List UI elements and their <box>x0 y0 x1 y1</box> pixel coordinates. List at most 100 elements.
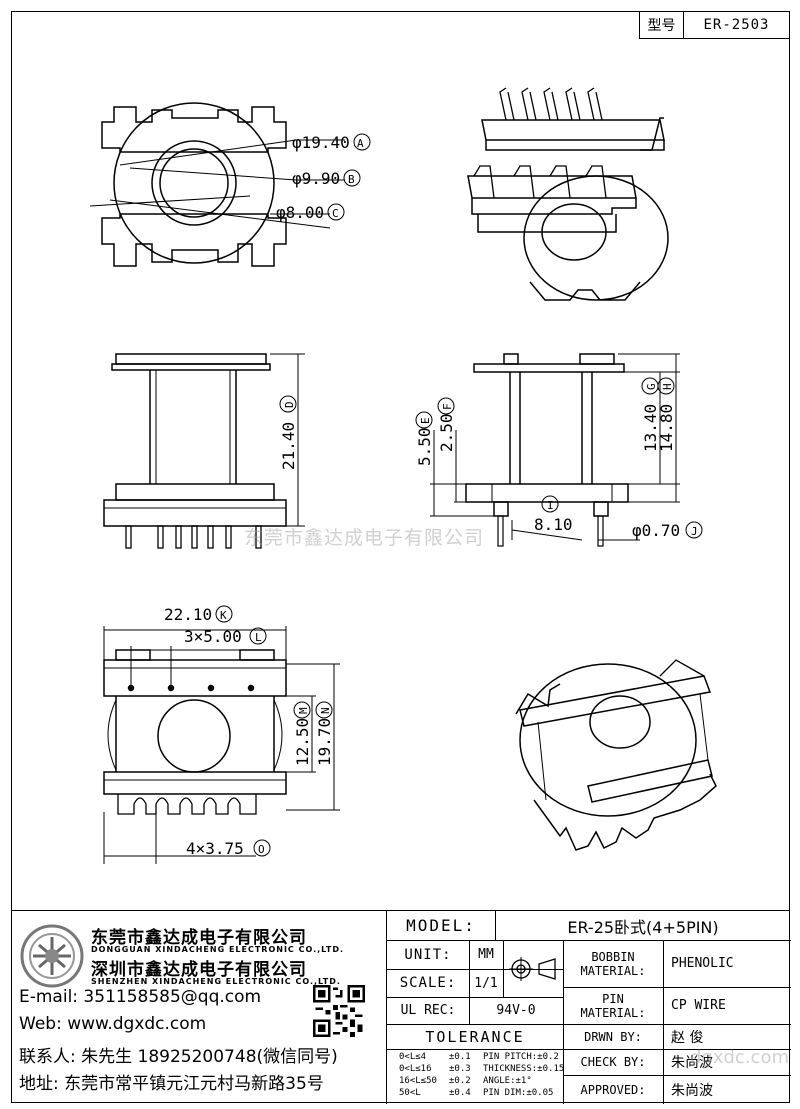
bobbin-material-value: PHENOLIC <box>671 956 734 971</box>
dim-d-text: 21.40 <box>279 422 298 470</box>
dim-n-text: 19.70 <box>315 718 334 766</box>
bobbin-label-line-1: BOBBIN <box>591 949 635 964</box>
tol-spec-1: PIN PITCH:±0.2 <box>483 1052 559 1062</box>
bobbin-label-line-2: MATERIAL: <box>580 963 646 978</box>
pin-material-value: CP WIRE <box>671 998 726 1013</box>
svg-text:C: C <box>332 207 339 220</box>
dim-e: 5.50 E <box>415 411 434 466</box>
company-info: 东莞市鑫达成电子有限公司 DONGGUAN XINDACHENG ELECTRO… <box>11 911 385 1104</box>
technical-drawing <box>89 87 717 864</box>
pin-label-line-1: PIN <box>602 991 624 1006</box>
check-by-value: 朱尚波 <box>671 1055 713 1071</box>
iso-view-top <box>467 87 669 301</box>
svg-text:G: G <box>645 383 658 390</box>
dim-g-text: 13.40 <box>641 404 660 452</box>
company-address: 地址: 东莞市常平镇元江元村马新路35号 <box>19 1074 324 1094</box>
dim-j: φ0.70 J <box>632 521 703 540</box>
svg-text:N: N <box>319 707 332 714</box>
dim-j-text: φ0.70 <box>632 521 680 540</box>
spec-table: MODEL: ER-25卧式(4+5PIN) UNIT: MM SCALE: 1… <box>386 911 791 1104</box>
dim-i: I 8.10 <box>534 495 573 534</box>
title-block: 东莞市鑫达成电子有限公司 DONGGUAN XINDACHENG ELECTRO… <box>11 910 791 1104</box>
dim-b: φ9.90 B <box>292 169 361 188</box>
dim-h: 14.80 H <box>657 377 676 452</box>
scale-value: 1/1 <box>474 975 498 991</box>
dim-c-text: φ8.00 <box>276 203 324 222</box>
svg-text:B: B <box>348 173 355 186</box>
tol-range-3: 16<L≤50 <box>399 1076 437 1086</box>
dim-m: 12.50 M <box>293 701 312 766</box>
drawn-by-label: DRWN BY: <box>584 1029 642 1044</box>
company-name-dongguan-en: DONGGUAN XINDACHENG ELECTRONIC CO.,LTD. <box>91 945 345 954</box>
tol-value-3: ±0.2 <box>449 1076 471 1086</box>
dim-o-text: 4×3.75 <box>186 839 244 858</box>
model-tag-value: ER-2503 <box>703 17 770 33</box>
drawing-frame <box>11 11 790 1103</box>
top-view <box>89 102 345 267</box>
side-view <box>430 353 680 547</box>
dim-b-text: φ9.90 <box>292 169 340 188</box>
company-name-shenzhen-en: SHENZHEN XINDACHENG ELECTRONIC CO.,LTD. <box>91 977 341 986</box>
tol-range-4: 50<L <box>399 1088 421 1098</box>
pin-label-line-2: MATERIAL: <box>580 1005 646 1020</box>
ul-value: 94V-0 <box>496 1003 536 1018</box>
approved-label: APPROVED: <box>580 1082 646 1097</box>
dim-l: 3×5.00 L <box>184 627 267 646</box>
svg-text:O: O <box>258 843 265 856</box>
qr-code-icon <box>313 985 365 1037</box>
watermark-corner: dgxdc.com <box>690 1047 789 1068</box>
dim-f: 2.50 F <box>437 397 456 452</box>
model-value: ER-25卧式(4+5PIN) <box>567 917 719 937</box>
svg-text:M: M <box>297 707 310 714</box>
svg-text:L: L <box>255 631 262 644</box>
tolerance-label: TOLERANCE <box>425 1027 525 1046</box>
unit-label: UNIT: <box>404 946 452 963</box>
dim-l-text: 3×5.00 <box>184 627 242 646</box>
dim-k: 22.10 K <box>164 605 233 624</box>
dim-i-text: 8.10 <box>534 515 573 534</box>
svg-text:I: I <box>547 499 554 512</box>
scale-label: SCALE: <box>399 975 457 991</box>
projection-symbol-icon <box>509 957 556 981</box>
dim-m-text: 12.50 <box>293 718 312 766</box>
company-email: E-mail: 351158585@qq.com <box>19 987 262 1007</box>
company-logo-icon <box>20 924 84 988</box>
dim-h-text: 14.80 <box>657 404 676 452</box>
model-tag-key: 型号 <box>640 12 684 38</box>
dim-o: 4×3.75 O <box>186 839 271 858</box>
bottom-view <box>103 626 340 864</box>
tol-value-1: ±0.1 <box>449 1052 471 1062</box>
company-name-dongguan: 东莞市鑫达成电子有限公司 <box>91 928 307 948</box>
check-by-label: CHECK BY: <box>580 1055 646 1069</box>
tol-spec-2: THICKNESS:±0.15 <box>483 1064 565 1074</box>
dim-k-text: 22.10 <box>164 605 212 624</box>
dim-d: 21.40 D <box>279 395 298 470</box>
tol-value-4: ±0.4 <box>449 1088 471 1098</box>
dim-e-text: 5.50 <box>415 427 434 466</box>
dim-n: 19.70 N <box>315 701 334 766</box>
svg-text:F: F <box>441 403 454 410</box>
pin-material-label: PIN MATERIAL: <box>563 987 663 1024</box>
tol-spec-3: ANGLE:±1° <box>483 1076 532 1086</box>
dim-c: φ8.00 C <box>276 203 345 222</box>
dim-f-text: 2.50 <box>437 413 456 452</box>
model-label: MODEL: <box>406 916 476 935</box>
svg-text:K: K <box>220 609 227 622</box>
tol-range-1: 0<L≤4 <box>399 1052 427 1062</box>
company-name-shenzhen: 深圳市鑫达成电子有限公司 <box>91 960 307 980</box>
drawn-by-value: 赵 俊 <box>671 1029 704 1046</box>
front-view <box>103 353 305 549</box>
watermark: 东莞市鑫达成电子有限公司 <box>244 527 485 549</box>
svg-text:J: J <box>691 525 698 538</box>
dim-a-text: φ19.40 <box>292 133 350 152</box>
model-tag: 型号 ER-2503 <box>639 11 790 39</box>
tol-range-2: 0<L≤16 <box>399 1064 432 1074</box>
dim-a: φ19.40 A <box>292 133 371 152</box>
company-contact: 联系人: 朱先生 18925200748(微信同号) <box>19 1047 338 1067</box>
approved-value: 朱尚波 <box>671 1082 713 1099</box>
tol-value-2: ±0.3 <box>449 1064 471 1074</box>
svg-text:A: A <box>357 137 364 150</box>
dimension-labels: φ19.40 A φ9.90 B φ8.00 C 21.40 D 5.50 E … <box>164 133 703 858</box>
tol-spec-4: PIN DIM:±0.05 <box>483 1088 554 1098</box>
iso-view-bottom <box>515 659 717 851</box>
